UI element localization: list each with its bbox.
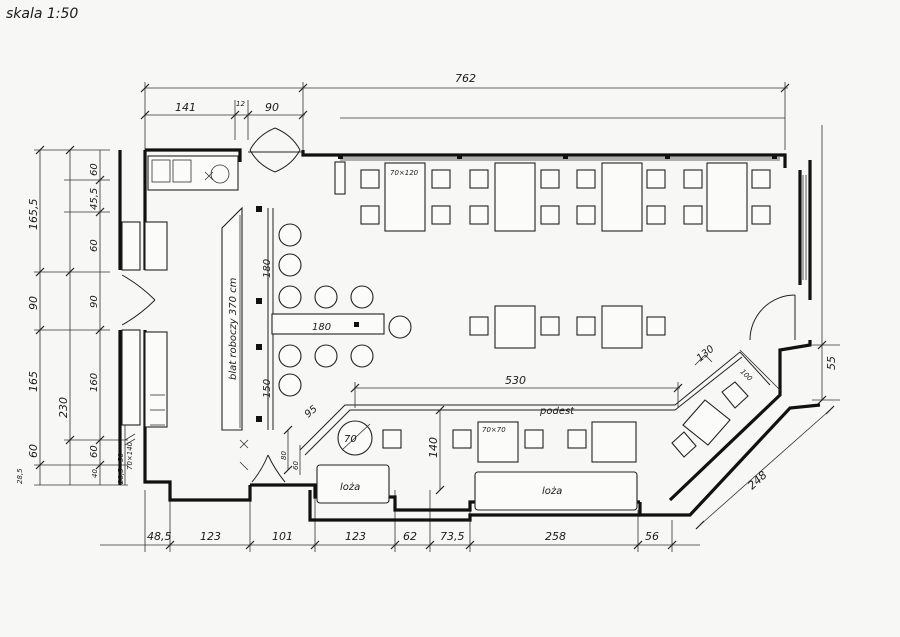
dim-258: 258	[545, 530, 566, 543]
label-dim-60: 60	[292, 461, 300, 470]
dim-left-60: 60	[27, 444, 40, 458]
label-podest: podest	[539, 406, 575, 417]
dim-165: 165	[27, 371, 40, 392]
loza-benches: loża loża	[316, 464, 638, 511]
back-bar: 70×140	[121, 155, 239, 470]
dim-123b: 123	[345, 530, 366, 543]
label-70x120: 70×120	[390, 169, 419, 177]
dim-101: 101	[272, 530, 293, 543]
label-podest-95: 95	[303, 404, 320, 421]
dim-40: 40	[91, 469, 99, 478]
dim-165-5: 165,5	[27, 199, 40, 231]
windows	[338, 154, 807, 280]
dim-inner-90: 90	[89, 295, 100, 308]
dim-160: 160	[89, 373, 100, 392]
label-podest-530: 530	[505, 374, 526, 387]
top-tables: 70×120	[334, 161, 771, 232]
dim-73-5: 73,5	[440, 530, 465, 543]
dim-left-90: 90	[27, 296, 40, 310]
dim-90: 90	[265, 101, 279, 114]
left-dimensions: 165,5 90 230 28,5 165 60 60 45,5 60 90 1…	[16, 145, 128, 486]
dim-48-5: 48,5	[147, 530, 172, 543]
label-bar-counter: blat roboczy 370 cm	[228, 277, 239, 380]
label-bar150: 150	[262, 379, 273, 398]
dim-123a: 123	[200, 530, 221, 543]
dim-141: 141	[175, 101, 196, 114]
label-bar180-h: 180	[312, 322, 331, 333]
label-podest-140: 140	[427, 437, 440, 458]
bar-stools	[278, 223, 412, 397]
label-70x70: 70×70	[482, 426, 506, 434]
dim-inner-60b: 60	[89, 239, 100, 252]
middle-tables	[469, 305, 666, 349]
dim-56: 56	[645, 530, 659, 543]
dim-230: 230	[57, 397, 70, 418]
label-bar180-v: 180	[262, 259, 273, 278]
scale-label: skala 1:50	[6, 6, 78, 22]
dim-248: 248	[745, 469, 769, 493]
label-dim-80: 80	[280, 451, 288, 460]
label-70x140: 70×140	[126, 441, 134, 470]
bar-end-dims: 80 60	[204, 171, 301, 475]
bar-counter: blat roboczy 370 cm 180 180 150	[221, 206, 385, 431]
label-dim-100: 100	[739, 368, 754, 383]
dim-inner-60c: 60	[89, 445, 100, 458]
top-dimensions: 762 141 12 90	[140, 72, 790, 150]
dim-12: 12	[236, 100, 245, 108]
dim-62: 62	[403, 530, 417, 543]
label-loza-1: loża	[340, 482, 360, 493]
label-round-70: 70	[344, 434, 357, 445]
dim-45-5: 45,5	[89, 188, 100, 210]
dim-overall-width: 762	[455, 72, 476, 85]
dim-55: 55	[825, 356, 838, 370]
dim-inner-60a: 60	[89, 163, 100, 176]
walls	[118, 127, 821, 522]
label-dim-130: 130	[695, 344, 717, 365]
dim-28-5: 28,5	[16, 468, 24, 484]
label-loza-2: loża	[542, 486, 562, 497]
